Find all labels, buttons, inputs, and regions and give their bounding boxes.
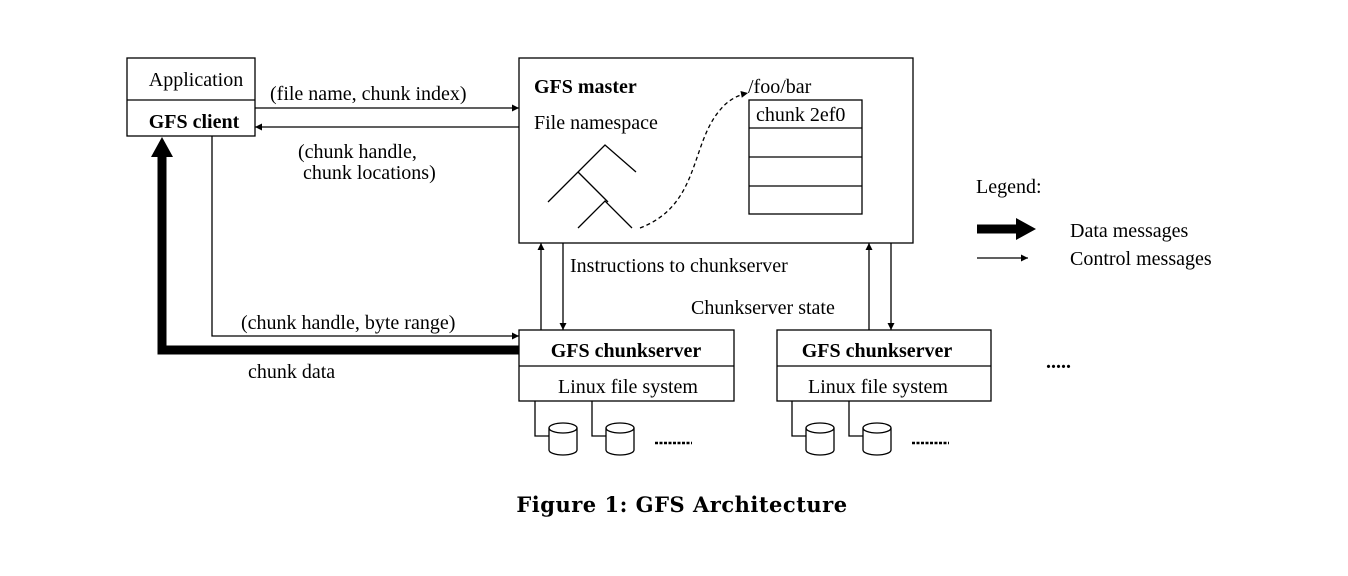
disk-icon bbox=[805, 422, 835, 456]
instructions-label: Instructions to chunkserver bbox=[570, 255, 788, 277]
chunk-entry: chunk 2ef0 bbox=[756, 104, 845, 126]
disk-icon bbox=[862, 422, 892, 456]
more-chunkservers-ellipsis: ..... bbox=[1046, 351, 1071, 373]
reply-label-line1: (chunk handle, bbox=[298, 141, 417, 163]
gfs-client-label: GFS client bbox=[149, 111, 240, 133]
disk-icon bbox=[605, 422, 635, 456]
path-label: /foo/bar bbox=[748, 76, 812, 98]
linux-fs-label: Linux file system bbox=[558, 376, 698, 398]
chunk-table: chunk 2ef0 bbox=[748, 99, 863, 215]
master-title: GFS master bbox=[534, 76, 637, 98]
application-label: Application bbox=[149, 69, 243, 91]
file-namespace-label: File namespace bbox=[534, 112, 658, 134]
legend-data-label: Data messages bbox=[1070, 220, 1189, 242]
data-request-label: (chunk handle, byte range) bbox=[241, 312, 455, 334]
legend-title: Legend: bbox=[976, 176, 1042, 198]
chunk-data-label: chunk data bbox=[248, 361, 335, 383]
legend-control-label: Control messages bbox=[1070, 248, 1212, 270]
state-label: Chunkserver state bbox=[691, 297, 835, 319]
client-box: Application GFS client bbox=[126, 57, 256, 137]
figure-caption: Figure 1: GFS Architecture bbox=[516, 492, 847, 517]
reply-label-line2: chunk locations) bbox=[298, 162, 436, 184]
chunkserver-1: GFS chunkserver Linux file system bbox=[518, 329, 735, 456]
chunk-data-arrow bbox=[151, 137, 519, 355]
request-label: (file name, chunk index) bbox=[270, 83, 467, 105]
data-request-arrow bbox=[211, 136, 519, 340]
legend-data-arrow bbox=[977, 218, 1036, 240]
master-box: GFS master File namespace /foo/bar chunk… bbox=[518, 57, 914, 244]
chunkserver-2: GFS chunkserver Linux file system bbox=[776, 329, 992, 456]
legend: Legend: Data messages Control messages bbox=[976, 176, 1212, 270]
disk-icon bbox=[548, 422, 578, 456]
linux-fs-label: Linux file system bbox=[808, 376, 948, 398]
chunkserver-title: GFS chunkserver bbox=[551, 340, 702, 362]
namespace-tree bbox=[547, 144, 637, 229]
chunkserver-title: GFS chunkserver bbox=[802, 340, 953, 362]
namespace-lookup-arrow bbox=[639, 90, 749, 229]
